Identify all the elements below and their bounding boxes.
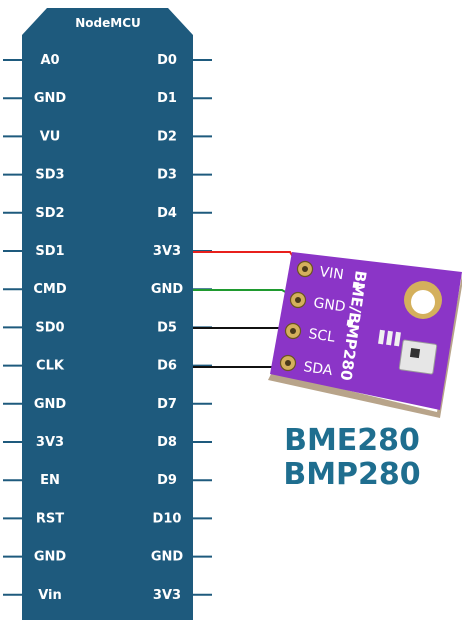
- right-pin-label: GND: [151, 282, 184, 297]
- left-pin-label: Vin: [38, 588, 62, 603]
- left-pin-label: SD2: [35, 206, 64, 221]
- resistor-2: [386, 330, 393, 346]
- mounting-hole-inner: [411, 290, 435, 314]
- sensor-pin-vin: VIN: [318, 264, 344, 283]
- left-pin-label: GND: [34, 91, 67, 106]
- pin-hole-gnd-center: [295, 297, 301, 303]
- sensor-pin-holes: [279, 260, 314, 372]
- left-pin-label: EN: [40, 473, 60, 488]
- right-pin-label: GND: [151, 550, 184, 565]
- sensor-pin-sda: SDA: [302, 359, 333, 379]
- pin-hole-vin-center: [302, 266, 308, 272]
- right-pin-label: D3: [157, 168, 177, 183]
- pin-hole-scl-center: [290, 328, 296, 334]
- left-pin-label: SD0: [35, 320, 64, 335]
- nodemcu-board: [22, 8, 193, 620]
- left-pin-label: RST: [36, 511, 64, 526]
- right-pin-label: 3V3: [153, 588, 181, 603]
- sensor-chip: [398, 339, 438, 375]
- wire-3v3-vin: [193, 251, 301, 269]
- right-pin-label: D7: [157, 397, 177, 412]
- left-pin-label: CMD: [33, 282, 66, 297]
- right-pin-label: D10: [153, 511, 182, 526]
- right-pin-label: D5: [157, 320, 177, 335]
- right-pin-label: 3V3: [153, 244, 181, 259]
- pin-hole-sda-center: [285, 360, 291, 366]
- left-pin-label: GND: [34, 397, 67, 412]
- left-pin-label: GND: [34, 550, 67, 565]
- pad-square-2: [346, 319, 354, 327]
- right-pin-label: D2: [157, 129, 177, 144]
- caption-line-2: BMP280: [283, 457, 420, 492]
- sensor-chip-port: [409, 347, 421, 359]
- resistor-1: [378, 329, 385, 345]
- sensor-pin-scl: SCL: [307, 326, 336, 346]
- left-pin-label: A0: [40, 53, 59, 68]
- right-pin-label: D6: [157, 359, 177, 374]
- left-pin-label: SD1: [35, 244, 64, 259]
- left-pin-label: SD3: [35, 168, 64, 183]
- bme280-module: VIN GND SCL SDA BME/BMP280: [268, 252, 462, 418]
- right-pin-label: D0: [157, 53, 177, 68]
- pad-square-1: [352, 281, 360, 289]
- left-pin-label: CLK: [36, 359, 65, 374]
- right-pin-label: D8: [157, 435, 177, 450]
- wire-gnd-gnd: [193, 289, 295, 298]
- caption-line-1: BME280: [284, 423, 420, 458]
- right-pin-label: D9: [157, 473, 177, 488]
- resistor-3: [394, 331, 401, 347]
- left-pin-label: VU: [40, 129, 61, 144]
- right-pin-label: D1: [157, 91, 177, 106]
- right-pin-label: D4: [157, 206, 177, 221]
- sensor-pin-gnd: GND: [312, 295, 346, 315]
- board-title: NodeMCU: [75, 16, 141, 30]
- left-pin-label: 3V3: [36, 435, 64, 450]
